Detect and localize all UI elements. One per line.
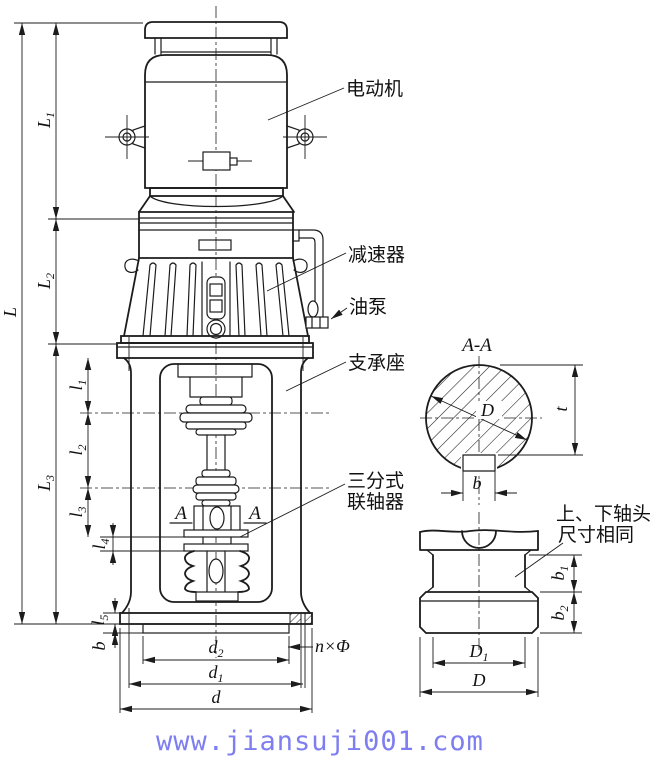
base-flange: [119, 612, 313, 634]
reducer-label: 减速器: [348, 244, 405, 266]
callout-leaders: [239, 87, 564, 578]
dim-label-L2: L2: [34, 273, 57, 290]
base-spigot: [142, 623, 290, 634]
section-title: A-A: [460, 335, 492, 356]
dim-label-b2: b2: [548, 606, 571, 621]
dim-label-L: L: [0, 307, 20, 318]
dim-label-b-base: b: [89, 642, 109, 651]
dim-label-L1: L1: [34, 112, 57, 129]
dim-label-l5: l5: [88, 614, 111, 625]
oil-pump-piping: [298, 229, 329, 329]
dim-label-D-shaft: D: [472, 670, 486, 690]
dim-label-l2: l2: [66, 444, 89, 455]
coupling-bellows-left: [184, 550, 197, 593]
support-seat: [116, 337, 314, 614]
dim-label-b-key: b: [473, 473, 482, 493]
dim-label-l4: l4: [89, 538, 112, 549]
bolt-hole-hatch-right: [304, 612, 313, 625]
motor-assembly: [105, 21, 327, 213]
keyway: [462, 454, 496, 472]
bolt-hole-hatch-left: [289, 612, 302, 625]
terminal-box: [188, 151, 252, 171]
nameplate: [198, 239, 232, 251]
shaft-note-line1: 上、下轴头: [556, 503, 650, 525]
section-aa-view: [425, 364, 583, 501]
dim-label-l3: l3: [66, 506, 89, 517]
dim-label-d1: d1: [209, 662, 224, 685]
shaft-head-view: [419, 529, 582, 697]
oil-pump-label: 油泵: [349, 296, 387, 318]
dim-label-d: d: [212, 687, 222, 707]
motor-bell: [138, 195, 295, 213]
watermark-url: www.jiansuji001.com: [156, 726, 484, 757]
coupling-label-line2: 联轴器: [347, 491, 404, 513]
section-mark-right: A: [247, 503, 261, 524]
centerlines: [80, 6, 542, 658]
eyebolt-right: [283, 115, 327, 159]
oil-pump-fitting: [305, 316, 329, 329]
dim-label-t: t: [551, 406, 571, 412]
support-window: [159, 363, 273, 603]
fan-cover: [144, 21, 288, 39]
dim-label-D-section: D: [480, 400, 494, 420]
coupling-assembly: [177, 363, 253, 602]
shaft-note-line2: 尺寸相同: [558, 524, 634, 546]
dim-label-n-phi: n×Φ: [315, 636, 350, 656]
oil-sight-glass: [206, 276, 226, 320]
support-seat-label: 支承座: [348, 352, 405, 374]
reducer-assembly: [120, 211, 329, 344]
shaft: [206, 434, 226, 471]
eyebolt-left: [105, 115, 149, 159]
motor-foot: [149, 187, 284, 197]
shaft-head-notch: [461, 530, 497, 549]
dim-label-L3: L3: [34, 475, 57, 492]
motor-label: 电动机: [346, 78, 403, 100]
cooling-fins: [142, 261, 290, 337]
drain-plug: [206, 319, 226, 339]
dimension-lines: [14, 22, 313, 713]
section-mark-left: A: [173, 503, 187, 524]
motor-body: [144, 54, 288, 189]
support-flange: [116, 342, 314, 359]
dim-label-D1: D1: [469, 641, 489, 664]
dim-label-d2: d2: [209, 637, 224, 660]
dim-label-b1: b1: [548, 566, 571, 581]
coupling-label-line1: 三分式: [347, 470, 404, 492]
dim-label-l1: l1: [66, 379, 89, 390]
coupling-bellows-right: [237, 550, 250, 593]
